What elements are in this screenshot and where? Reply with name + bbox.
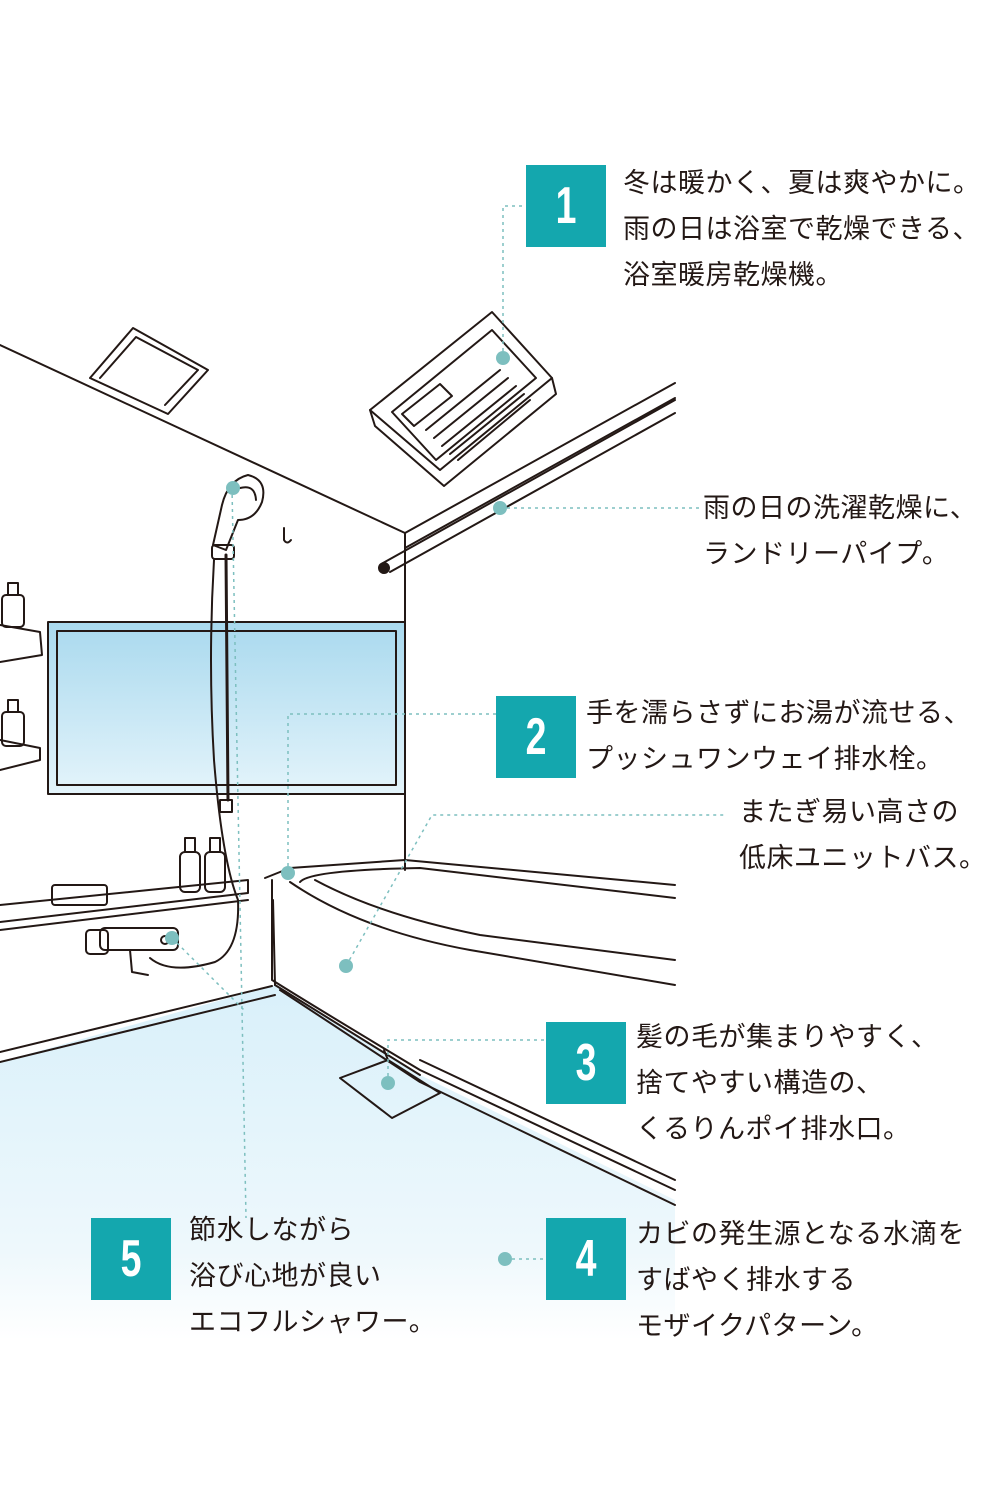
callout-laundry-pipe: 雨の日の洗濯乾燥に、 ランドリーパイプ。 bbox=[703, 486, 977, 578]
callout-line: 髪の毛が集まりやすく、 bbox=[636, 1022, 939, 1053]
shower-hose bbox=[149, 559, 240, 969]
callout-mosaic-floor: カビの発生源となる水滴を すばやく排水する モザイクパターン。 bbox=[636, 1212, 965, 1350]
marker-dot bbox=[496, 351, 510, 365]
laundry-pipe bbox=[382, 397, 676, 573]
badge-3: 3 bbox=[575, 1034, 597, 1092]
callout-heater-dryer: 冬は暖かく、夏は爽やかに。 雨の日は浴室で乾燥できる、 浴室暖房乾燥機。 bbox=[623, 161, 981, 299]
callout-line: 捨てやすい構造の、 bbox=[636, 1068, 884, 1099]
callout-line: 雨の日は浴室で乾燥できる、 bbox=[623, 214, 980, 245]
callout-eco-shower: 節水しながら 浴び心地が良い エコフルシャワー。 bbox=[189, 1208, 436, 1346]
callout-line: またぎ易い高さの bbox=[739, 797, 959, 828]
marker-dot bbox=[498, 1252, 512, 1266]
badge-1: 1 bbox=[555, 177, 577, 235]
callout-low-floor-bath: またぎ易い高さの 低床ユニットバス。 bbox=[739, 790, 987, 882]
callout-line: プッシュワンウェイ排水栓。 bbox=[586, 744, 944, 775]
badge-1-bg bbox=[526, 165, 606, 247]
ceiling-vent bbox=[89, 327, 209, 415]
marker-dot bbox=[226, 481, 240, 495]
leader-3 bbox=[387, 1039, 546, 1083]
callout-line: 節水しながら bbox=[189, 1215, 354, 1246]
callout-line: モザイクパターン。 bbox=[636, 1311, 879, 1342]
callout-drain-plug: 手を濡らさずにお湯が流せる、 プッシュワンウェイ排水栓。 bbox=[586, 691, 971, 783]
callout-line: 浴び心地が良い bbox=[189, 1261, 382, 1292]
badge-3-bg bbox=[546, 1022, 626, 1104]
marker-dot bbox=[281, 866, 295, 880]
bathtub bbox=[264, 859, 676, 1206]
ceiling-edge-left bbox=[0, 344, 406, 534]
heater-dryer-unit bbox=[369, 311, 557, 487]
marker-dot bbox=[381, 1076, 395, 1090]
drain-plate bbox=[339, 1059, 441, 1119]
counter-shelf bbox=[0, 879, 249, 923]
callout-line: くるりんポイ排水口。 bbox=[636, 1114, 911, 1145]
badge-2-bg bbox=[496, 696, 576, 778]
badge-4: 4 bbox=[575, 1230, 597, 1288]
callout-line: 冬は暖かく、夏は爽やかに。 bbox=[623, 168, 981, 199]
callout-line: すばやく排水する bbox=[636, 1265, 856, 1296]
badge-5: 5 bbox=[120, 1230, 142, 1288]
callout-line: 雨の日の洗濯乾燥に、 bbox=[703, 493, 978, 524]
callout-line: 手を濡らさずにお湯が流せる、 bbox=[586, 698, 971, 729]
callout-line: ランドリーパイプ。 bbox=[703, 539, 950, 570]
callout-line: 浴室暖房乾燥機。 bbox=[623, 260, 843, 291]
callout-line: カビの発生源となる水滴を bbox=[636, 1219, 966, 1250]
callout-drain-outlet: 髪の毛が集まりやすく、 捨てやすい構造の、 くるりんポイ排水口。 bbox=[636, 1015, 939, 1153]
callout-line: 低床ユニットバス。 bbox=[739, 843, 987, 874]
marker-dot bbox=[165, 931, 179, 945]
faucet bbox=[85, 927, 179, 976]
badge-5-bg bbox=[91, 1218, 171, 1300]
shower-slide-bar bbox=[224, 553, 230, 802]
badge-2: 2 bbox=[525, 708, 547, 766]
badge-4-bg bbox=[546, 1218, 626, 1300]
marker-dot bbox=[493, 501, 507, 515]
wall-corner-lower bbox=[272, 899, 276, 986]
marker-dot bbox=[339, 959, 353, 973]
leader-bath bbox=[345, 814, 725, 967]
ceiling-edge-right bbox=[404, 382, 676, 534]
leader-shower bbox=[231, 487, 247, 1219]
callout-line: エコフルシャワー。 bbox=[189, 1307, 437, 1338]
